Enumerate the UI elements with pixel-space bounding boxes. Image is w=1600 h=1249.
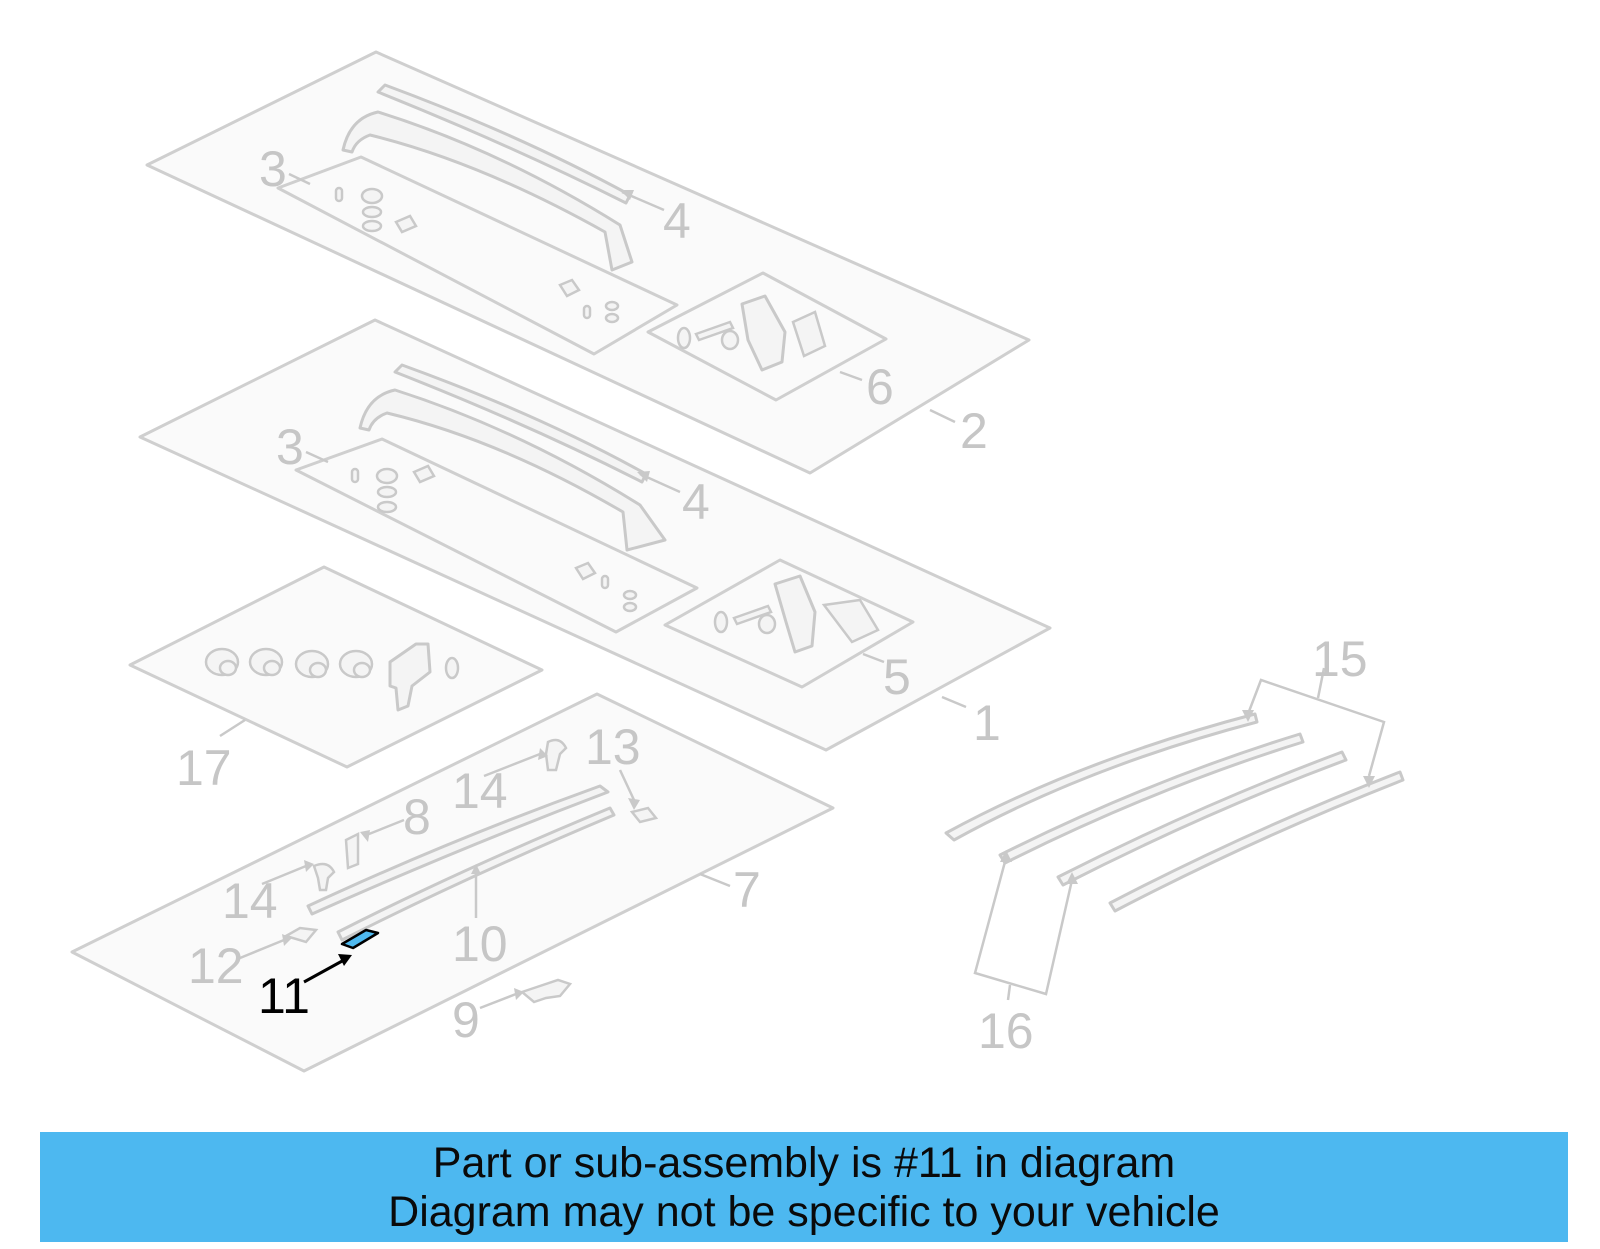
callout-9: 9	[452, 992, 480, 1048]
roof-rail-bar-mid	[358, 388, 667, 552]
callout-13: 13	[585, 719, 641, 775]
molding-strip-1	[944, 712, 1259, 842]
panel-17	[128, 565, 544, 769]
pin-8-icon	[344, 831, 360, 870]
callouts: 3 4 6 2 3 4 5 1 17 13 14 8 14 7 10 12 11…	[176, 141, 1368, 1059]
pin-icon	[732, 604, 773, 626]
rail-end-cap-icon	[740, 294, 787, 372]
cap-12-icon	[282, 926, 319, 944]
washer-icon	[604, 300, 620, 312]
callout-15: 15	[1312, 631, 1368, 687]
fastener-14-icon	[544, 738, 568, 772]
clip-ring-icon	[713, 610, 729, 634]
bracket-icon	[574, 561, 597, 581]
bolt-set	[204, 647, 374, 679]
hardware-panel-3-top	[276, 155, 679, 356]
assembly-2	[145, 50, 1031, 475]
molding-strip-4	[1108, 770, 1405, 913]
callout-6: 6	[866, 359, 894, 415]
banner-line-disclaimer: Diagram may not be specific to your vehi…	[388, 1188, 1220, 1236]
assembly-17	[128, 565, 544, 769]
washer-icon	[376, 485, 398, 499]
pin-icon	[694, 320, 735, 342]
grommet-icon	[375, 467, 399, 485]
callout-8: 8	[403, 789, 431, 845]
washer-icon	[622, 601, 638, 613]
callout-16: 16	[978, 1003, 1034, 1059]
washer-icon	[376, 500, 398, 514]
highlighted-part-11	[340, 928, 380, 950]
callout-14-upper: 14	[452, 763, 508, 819]
molding-strip-3	[1056, 750, 1348, 887]
nut-icon	[757, 613, 777, 635]
bracket-icon	[558, 278, 581, 298]
callout-10: 10	[452, 916, 508, 972]
roof-rail-bar-top	[341, 110, 634, 272]
cover-icon	[821, 598, 880, 644]
leader-lines	[219, 172, 1386, 1010]
callout-7: 7	[733, 862, 761, 918]
rail-end-cap-icon	[773, 574, 817, 654]
callout-11: 11	[258, 968, 310, 1024]
assembly-7	[70, 692, 835, 1073]
clip-ring-icon	[676, 326, 692, 350]
bracket-icon	[412, 464, 436, 484]
roof-molding-10	[306, 784, 610, 916]
assembly-15-16	[944, 712, 1405, 913]
callout-4-mid: 4	[682, 474, 710, 530]
clip-13-icon	[629, 806, 659, 824]
callout-2: 2	[960, 403, 988, 459]
callout-14-lower: 14	[222, 873, 278, 929]
washer-icon	[604, 312, 620, 324]
molding-strip-2	[998, 732, 1305, 865]
callout-3-mid: 3	[276, 419, 304, 475]
clip-ring-icon	[444, 656, 460, 680]
hardware-panel-3-mid	[294, 437, 699, 634]
callout-17: 17	[176, 740, 232, 796]
bracket-9-icon	[519, 978, 573, 1004]
clip-icon	[600, 574, 610, 590]
callout-5: 5	[883, 649, 911, 705]
washer-icon	[361, 219, 383, 233]
info-banner: Part or sub-assembly is #11 in diagram D…	[40, 1132, 1568, 1242]
grommet-icon	[360, 187, 384, 205]
parts-diagram: 3 4 6 2 3 4 5 1 17 13 14 8 14 7 10 12 11…	[70, 50, 1405, 1073]
banner-line-part-number: Part or sub-assembly is #11 in diagram	[432, 1139, 1176, 1187]
washer-icon	[361, 205, 383, 219]
callout-12: 12	[188, 938, 244, 994]
callout-1: 1	[973, 695, 1001, 751]
callout-4-top: 4	[663, 193, 691, 249]
washer-icon	[622, 589, 638, 601]
bracket-icon	[394, 214, 418, 234]
nut-icon	[720, 329, 740, 351]
assembly-1	[138, 318, 1052, 752]
clip-icon	[334, 186, 344, 203]
clip-icon	[350, 467, 360, 484]
bracket-icon	[388, 642, 432, 712]
clip-icon	[582, 304, 592, 320]
cover-icon	[791, 310, 827, 358]
fastener-14b-icon	[312, 862, 336, 892]
callout-3-top: 3	[259, 141, 287, 197]
